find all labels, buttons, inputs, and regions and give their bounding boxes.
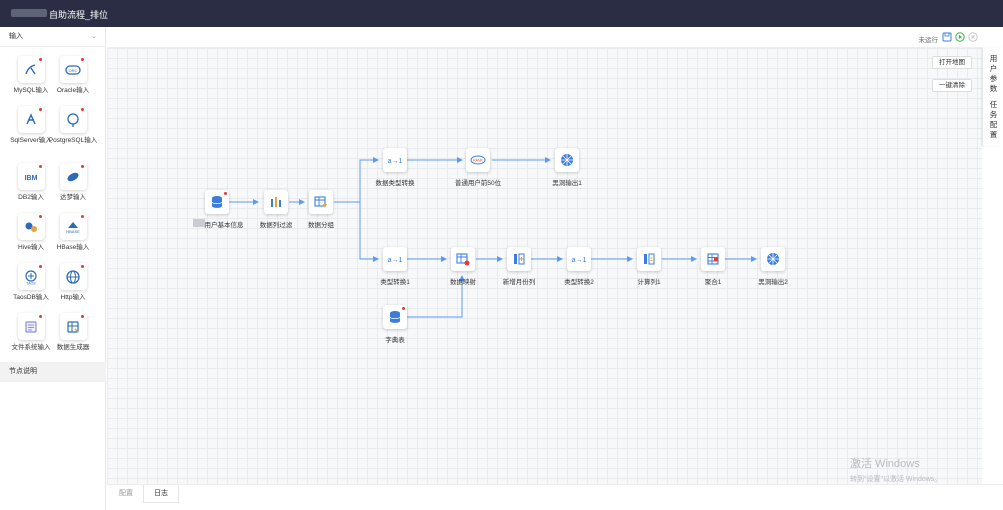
globe-icon	[59, 263, 87, 290]
palette-item-http[interactable]: Http输入	[48, 263, 98, 302]
palette-item-data-generator[interactable]: 数据生成器	[48, 313, 98, 352]
data-generator-icon	[59, 313, 87, 340]
palette-item-postgresql[interactable]: PostgreSQL输入	[48, 106, 98, 145]
aggregate-icon	[707, 253, 719, 265]
node-label: 普通用户前50位	[454, 180, 502, 187]
node-top50[interactable]: RANK	[466, 148, 490, 172]
node-label: 用户基本信息	[204, 222, 244, 229]
node-agg1[interactable]	[701, 247, 725, 271]
palette-item-mysql[interactable]: MySQL输入	[6, 56, 56, 95]
run-status-text: 未运行	[918, 37, 939, 44]
palette-item-oracle[interactable]: ORC Oracle输入	[48, 56, 98, 95]
svg-text:TAOS: TAOS	[26, 281, 36, 285]
node-data-map[interactable]	[451, 247, 475, 271]
column-filter-icon	[271, 197, 281, 207]
node-type-convert1[interactable]: a→1	[383, 247, 407, 271]
node-label: 数据类型转换	[375, 180, 415, 187]
run-icon[interactable]	[955, 32, 965, 42]
component-sidebar: 输入 ⌄ MySQL输入 ORC Oracle输入 SqlServer输入	[0, 27, 106, 510]
node-col-filter[interactable]	[264, 190, 288, 214]
data-map-icon	[456, 253, 470, 266]
palette-item-sqlserver[interactable]: SqlServer输入	[6, 106, 56, 145]
database-icon	[389, 311, 401, 323]
node-label: 计算列1	[637, 279, 661, 286]
hive-icon	[17, 213, 45, 240]
node-output1[interactable]	[555, 148, 579, 172]
node-label: 黑洞输出2	[758, 279, 788, 286]
blackhole-icon	[561, 154, 573, 166]
node-data-group[interactable]	[309, 190, 333, 214]
clear-all-button[interactable]: 一键清除	[932, 79, 972, 92]
node-month-col[interactable]	[507, 247, 531, 271]
palette-item-taosdb[interactable]: TAOS TaosDB输入	[6, 263, 56, 302]
component-palette: MySQL输入 ORC Oracle输入 SqlServer输入 Postgre…	[0, 47, 105, 382]
node-label: 类型转换2	[564, 279, 594, 286]
node-label: 数据分组	[308, 222, 334, 229]
node-label: 字典表	[385, 337, 405, 344]
bottom-tabs: 配置 日志	[107, 484, 1003, 510]
palette-item-hbase[interactable]: HBASE HBase输入	[48, 213, 98, 252]
canvas-toolbar: 未运行	[107, 27, 982, 48]
save-icon[interactable]	[942, 32, 952, 42]
svg-text:ORC: ORC	[69, 68, 78, 73]
node-label: 聚合1	[704, 279, 722, 286]
svg-text:IBM: IBM	[25, 175, 38, 182]
group-table-icon	[314, 196, 327, 208]
add-column-icon	[514, 253, 525, 265]
open-map-button[interactable]: 打开地图	[932, 56, 972, 69]
mysql-icon	[17, 56, 45, 83]
windows-activation-watermark: 激活 Windows 转到"设置"以激活 Windows。	[850, 458, 942, 483]
svg-text:a→1: a→1	[572, 257, 587, 264]
node-label: 数据列过滤	[259, 222, 293, 229]
blurred-app-name	[11, 9, 47, 17]
blurred-prefix	[193, 219, 205, 227]
postgresql-icon	[59, 106, 87, 133]
stop-icon[interactable]	[968, 32, 978, 42]
tab-log[interactable]: 日志	[143, 485, 179, 503]
node-label: 类型转换1	[380, 279, 410, 286]
palette-item-hive[interactable]: Hive输入	[6, 213, 56, 252]
node-description-header[interactable]: 节点说明	[0, 362, 106, 382]
node-calc-col1[interactable]	[637, 247, 661, 271]
chevron-down-icon: ⌄	[91, 33, 97, 40]
window-title: 自助流程_排位	[49, 10, 109, 20]
node-user-info[interactable]	[205, 190, 229, 214]
type-convert-icon: a→1	[388, 257, 403, 264]
database-icon	[211, 196, 223, 208]
tab-user-params[interactable]: 用户参数	[989, 54, 998, 93]
oracle-icon: ORC	[59, 56, 87, 83]
type-convert-icon: a→1	[388, 158, 403, 165]
node-type-convert2[interactable]: a→1	[567, 247, 591, 271]
palette-item-dameng[interactable]: 达梦输入	[48, 163, 98, 202]
taosdb-icon: TAOS	[17, 263, 45, 290]
svg-text:a→1: a→1	[388, 158, 403, 165]
rank-icon: RANK	[470, 155, 486, 165]
node-dict-table[interactable]	[383, 305, 407, 329]
hbase-icon: HBASE	[59, 213, 87, 240]
sqlserver-icon	[17, 106, 45, 133]
tab-task-config[interactable]: 任务配置	[989, 100, 998, 139]
tab-config[interactable]: 配置	[119, 490, 133, 497]
section-title: 输入	[9, 33, 23, 40]
node-label: 黑洞输出1	[552, 180, 582, 187]
flow-canvas[interactable]	[107, 48, 982, 484]
node-type-convert[interactable]: a→1	[383, 148, 407, 172]
palette-item-db2[interactable]: IBM DB2输入	[6, 163, 56, 202]
svg-text:a→1: a→1	[388, 257, 403, 264]
ibm-db2-icon: IBM	[17, 163, 45, 190]
blackhole-icon	[767, 253, 779, 265]
file-system-icon	[17, 313, 45, 340]
svg-text:HBASE: HBASE	[66, 229, 80, 234]
node-output2[interactable]	[761, 247, 785, 271]
dameng-icon	[59, 163, 87, 190]
calc-column-icon	[644, 253, 655, 265]
type-convert-icon: a→1	[572, 257, 587, 264]
svg-text:RANK: RANK	[473, 159, 483, 163]
node-label: 数据映射	[450, 279, 476, 286]
right-panel-tabs: 用户参数 任务配置	[982, 48, 1003, 146]
palette-item-filesystem[interactable]: 文件系统输入	[6, 313, 56, 352]
title-bar: 自助流程_排位	[0, 0, 1003, 27]
node-label: 新增月份列	[502, 279, 536, 286]
section-header-input[interactable]: 输入 ⌄	[0, 27, 105, 47]
